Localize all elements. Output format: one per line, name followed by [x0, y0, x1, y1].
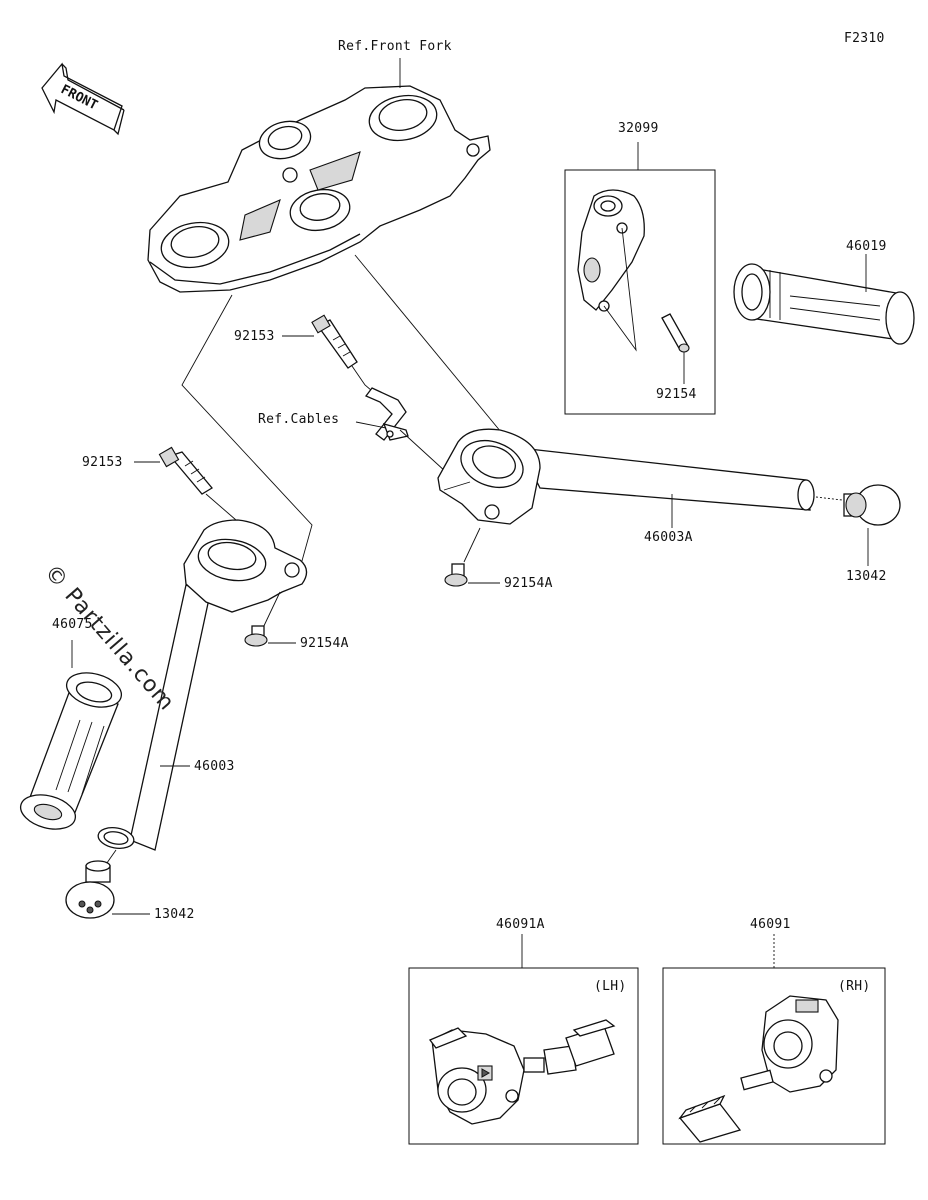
label-13042-left: 13042 [154, 907, 195, 922]
bolt-92154A-center [444, 563, 468, 587]
label-92154: 92154 [656, 387, 697, 402]
throttle-housing-32099 [577, 189, 645, 312]
screw-92154 [661, 313, 690, 353]
front-arrow-icon: FRONT [41, 62, 125, 136]
figure-code: F2310 [844, 31, 885, 46]
right-grip-46019 [733, 263, 915, 345]
label-92154A-center: 92154A [504, 576, 553, 591]
label-32099: 32099 [618, 121, 659, 136]
label-46003: 46003 [194, 759, 235, 774]
cable-holder-bracket [364, 387, 409, 441]
right-end-weight-13042 [843, 484, 901, 526]
label-rh: (RH) [838, 979, 871, 994]
label-92153-left: 92153 [82, 455, 123, 470]
label-92154A-left: 92154A [300, 636, 349, 651]
right-handlebar-46003A [437, 428, 815, 525]
label-lh: (LH) [594, 979, 627, 994]
left-end-weight-13042 [65, 860, 115, 919]
lh-switch-box [408, 967, 639, 1145]
left-handlebar-46003 [97, 519, 308, 851]
rh-switch-46091 [678, 995, 839, 1143]
label-ref-front-fork: Ref.Front Fork [338, 39, 452, 54]
top-triple-clamp [147, 85, 491, 293]
lh-switch-46091A [428, 1019, 616, 1125]
left-grip-46075 [19, 672, 123, 830]
bolt-92154A-left [244, 625, 268, 647]
label-13042-right: 13042 [846, 569, 887, 584]
label-46019: 46019 [846, 239, 887, 254]
bolt-92153-upper [311, 314, 358, 369]
label-46091: 46091 [750, 917, 791, 932]
label-46091A: 46091A [496, 917, 545, 932]
throttle-housing-box [564, 169, 716, 415]
bolt-92153-left [158, 446, 213, 495]
rh-switch-box [662, 967, 886, 1145]
label-46075: 46075 [52, 617, 93, 632]
label-ref-cables: Ref.Cables [258, 412, 340, 427]
label-46003A: 46003A [644, 530, 693, 545]
label-92153-upper: 92153 [234, 329, 275, 344]
